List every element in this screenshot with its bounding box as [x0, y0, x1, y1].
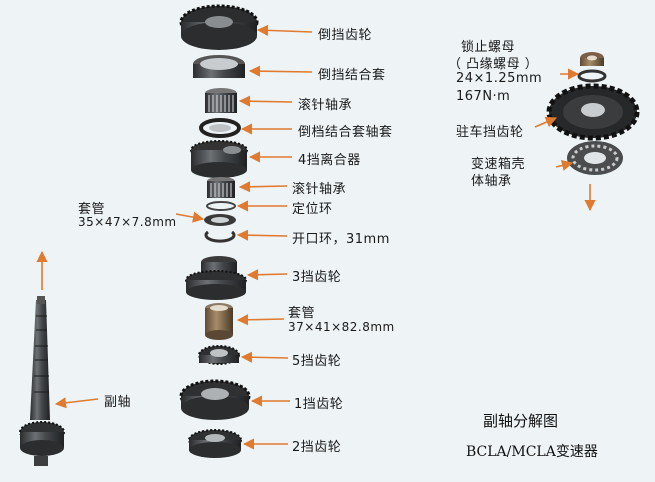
- case-bearing-part: [567, 141, 623, 175]
- reverse-sleeve-bushing-part: [199, 118, 241, 138]
- label-locknut-spec: 24×1.25mm: [456, 71, 543, 86]
- gear-1st-part: [179, 379, 251, 420]
- label-locating-ring: 定位环: [292, 202, 333, 217]
- countershaft-part: [19, 296, 65, 466]
- arrow-needle-bearing-2: [238, 181, 288, 193]
- arrow-countershaft: [54, 397, 99, 409]
- label-gear-2nd: 2挡齿轮: [292, 440, 342, 455]
- gear-2nd-part: [188, 429, 242, 458]
- arrow-reverse-coupling-sleeve: [248, 65, 313, 77]
- diagram-subtitle: BCLA/MCLA变速器: [466, 444, 598, 460]
- snap-ring-part: [204, 230, 236, 243]
- label-reverse-gear: 倒挡齿轮: [318, 28, 373, 43]
- label-locknut-torque: 167N·m: [456, 89, 511, 104]
- label-countershaft: 副轴: [104, 395, 132, 410]
- locating-ring-part: [206, 201, 236, 211]
- arrow-gear-5th: [240, 351, 289, 363]
- arrow-case-bearing: [555, 160, 574, 171]
- label-reverse-coupling-sleeve: 倒挡结合套: [318, 68, 386, 83]
- label-locknut-line1: 锁止螺母: [461, 40, 516, 55]
- arrow-park-gear: [534, 116, 558, 128]
- arrow-sleeve-2: [236, 314, 285, 326]
- label-park-gear: 驻车挡齿轮: [456, 125, 524, 140]
- label-gear-5th: 5挡齿轮: [292, 354, 342, 369]
- gear-5th-part: [198, 345, 240, 365]
- arrow-reverse-gear: [256, 24, 313, 36]
- locknut-part: [577, 52, 607, 83]
- label-sleeve-2-dims: 37×41×82.8mm: [288, 320, 395, 334]
- label-sleeve-1-dims: 35×47×7.8mm: [78, 215, 177, 229]
- label-clutch-4th: 4挡离合器: [298, 153, 361, 168]
- arrow-snap-ring: [236, 229, 288, 241]
- arrow-needle-bearing-1: [238, 95, 293, 107]
- label-needle-bearing-2: 滚针轴承: [292, 182, 347, 197]
- label-reverse-sleeve-bushing: 倒档结合套轴套: [298, 125, 393, 140]
- label-snap-ring: 开口环，31mm: [292, 232, 390, 247]
- reverse-coupling-sleeve-part: [193, 55, 245, 78]
- arrow-gear-3rd: [246, 269, 288, 281]
- diagram-title: 副轴分解图: [483, 412, 559, 430]
- needle-bearing-1-part: [205, 88, 237, 113]
- label-needle-bearing-1: 滚针轴承: [298, 98, 353, 113]
- label-sleeve-2-title: 套管: [288, 306, 316, 321]
- label-case-bearing-line1: 变速箱壳: [471, 157, 526, 172]
- sleeve-1-part: [204, 214, 236, 226]
- gear-3rd-part: [185, 256, 247, 300]
- needle-bearing-2-part: [207, 177, 235, 198]
- label-sleeve-1-title: 套管: [78, 202, 106, 217]
- label-locknut-line2: （ 凸缘螺母 ）: [448, 57, 539, 72]
- label-case-bearing-line2: 体轴承: [471, 174, 512, 189]
- reverse-gear-part: [179, 4, 259, 50]
- park-gear-part: [546, 83, 640, 141]
- clutch-4th-part: [190, 140, 248, 178]
- label-gear-3rd: 3挡齿轮: [292, 270, 342, 285]
- arrow-sleeve-1: [175, 211, 205, 223]
- sleeve-2-part: [205, 303, 233, 340]
- label-gear-1st: 1挡齿轮: [294, 397, 344, 412]
